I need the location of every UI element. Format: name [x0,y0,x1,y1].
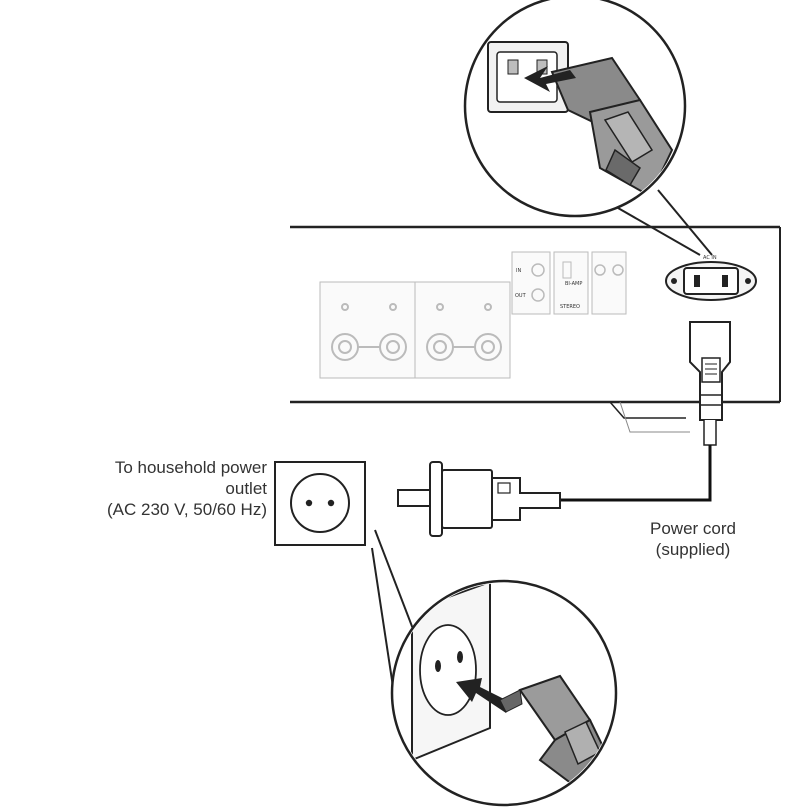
in-label: IN [516,268,521,274]
bi-amp-label: BI-AMP [565,281,582,287]
wall-outlet [274,461,419,701]
ac-inlet [665,261,757,301]
outlet-label-line1: To household power [114,458,267,477]
inlet-magnified-view [463,0,713,256]
power-cord-label-line2: (supplied) [655,540,731,559]
out-label: OUT [515,293,527,299]
power-cord-label-line1: Power cord [650,519,736,538]
power-cord [397,321,731,537]
outlet-callout: To household power outlet (AC 230 V, 50/… [0,457,267,520]
power-cord-callout: Power cord (supplied) [628,518,758,560]
outlet-magnified-view [390,579,618,807]
speaker-terminals [331,303,502,361]
ac-in-label: AC IN [703,255,717,261]
rear-panel: IN OUT BI-AMP STEREO AC IN [290,225,781,433]
outlet-label-line2: outlet [225,479,267,498]
outlet-label-line3: (AC 230 V, 50/60 Hz) [106,500,267,519]
stereo-label: STEREO [560,304,580,310]
